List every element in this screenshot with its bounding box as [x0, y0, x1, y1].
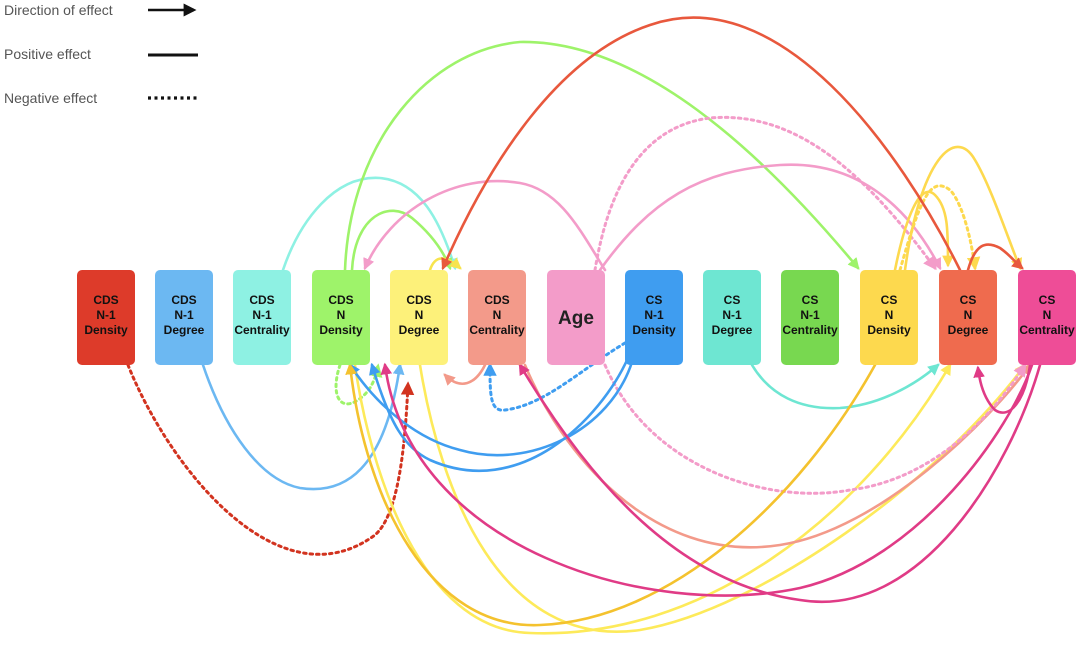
node-label-line: Density [319, 323, 363, 337]
legend-negative-label: Negative effect [4, 90, 97, 106]
node-label-line: CDS [484, 293, 509, 307]
node-box [77, 270, 135, 365]
node-label-line: N [415, 308, 424, 322]
edge-cs-n-density-to-cds-n-density [345, 362, 877, 627]
edge-cs-n1-density-to-cds-n-degree [369, 356, 630, 473]
edge-cs-n-centrality-to-cs-n-degree [973, 363, 1032, 414]
node-box [547, 270, 605, 365]
node-label-line: N-1 [644, 308, 664, 322]
node-box [468, 270, 526, 365]
node-label-line: N [493, 308, 502, 322]
node-label-line: CDS [93, 293, 118, 307]
node-box [233, 270, 291, 365]
node-label-line: Centrality [782, 323, 838, 337]
node-label-line: N-1 [722, 308, 742, 322]
node-label-line: CDS [328, 293, 353, 307]
edge-cs-n-centrality-to-cds-n-degree [380, 362, 1034, 597]
node-label-line: N-1 [174, 308, 194, 322]
node-label-line: CDS [249, 293, 274, 307]
node-label-line: Density [867, 323, 911, 337]
edge-age-to-cs-n-centrality [603, 362, 1027, 495]
edge-age-to-cs-n-degree [593, 115, 937, 272]
node-box [312, 270, 370, 365]
edge-cds-n-degree-to-cs-n-centrality [418, 363, 1027, 633]
edge-cds-n1-density-to-cds-n-degree [126, 363, 415, 556]
edge-cds-n-centrality-to-cs-n-centrality [523, 363, 1032, 549]
edge-cds-n-centrality-to-cds-n-degree [443, 363, 487, 386]
node-label-line: Density [84, 323, 128, 337]
node-label-line: N [1043, 308, 1052, 322]
node-label-line: N [885, 308, 894, 322]
edge-age-to-cds-n-density [363, 179, 607, 272]
node-box [390, 270, 448, 365]
node-label-line: Centrality [1019, 323, 1075, 337]
node-label-line: N [964, 308, 973, 322]
edge-cds-n-density-to-cds-n-centrality [350, 209, 453, 272]
edge-cs-n1-degree-to-cs-n-degree [750, 363, 940, 410]
node-label: Age [558, 308, 594, 329]
node-label-line: CDS [406, 293, 431, 307]
node-label-line: Degree [164, 323, 205, 337]
edge-cds-n-density-to-cds-n-degree [334, 363, 383, 406]
edge-cs-n-centrality-to-cds-n-centrality [518, 362, 1042, 604]
node-label-line: N [337, 308, 346, 322]
node-label-line: Degree [712, 323, 753, 337]
node-label-line: N-1 [252, 308, 272, 322]
node-box [625, 270, 683, 365]
edge-cs-n-density-to-cs-n-degree [898, 184, 981, 272]
node-label-line: CS [960, 293, 977, 307]
legend: Direction of effect Positive effect Nega… [4, 2, 198, 106]
node-label-line: CS [881, 293, 898, 307]
node-label-line: N-1 [96, 308, 116, 322]
node-label-line: CS [724, 293, 741, 307]
edge-cs-n-degree-to-cs-n-centrality [966, 243, 1024, 272]
node-label-line: CDS [171, 293, 196, 307]
node-box [1018, 270, 1076, 365]
node-label-line: Density [632, 323, 676, 337]
nodes: CDSN-1DensityCDSN-1DegreeCDSN-1Centralit… [77, 270, 1076, 365]
node-box [155, 270, 213, 365]
node-box [703, 270, 761, 365]
node-age: Age [547, 270, 605, 365]
edges [126, 16, 1042, 635]
node-box [939, 270, 997, 365]
node-box [860, 270, 918, 365]
node-box [781, 270, 839, 365]
node-label-line: CS [802, 293, 819, 307]
edge-cs-n1-density-to-cds-n-density [348, 360, 634, 457]
edge-cds-n-degree-to-cds-n-centrality [428, 257, 462, 272]
node-label-line: Degree [948, 323, 989, 337]
node-label-line: Centrality [234, 323, 290, 337]
edge-cds-n1-centrality-to-cds-n-centrality [281, 176, 458, 272]
edge-cds-n1-degree-to-cds-n-degree [201, 362, 405, 491]
edge-cs-n-density-to-cs-n-density [893, 190, 954, 272]
node-label-line: CS [1039, 293, 1056, 307]
legend-positive-label: Positive effect [4, 46, 91, 62]
node-label-line: Degree [399, 323, 440, 337]
edge-cs-n-degree-to-cds-n-centrality [441, 16, 962, 272]
node-label-line: N-1 [800, 308, 820, 322]
legend-direction-label: Direction of effect [4, 2, 113, 18]
node-label-line: CS [646, 293, 663, 307]
node-label-line: Centrality [469, 323, 525, 337]
edge-age-to-cs-n-degree [598, 163, 942, 272]
